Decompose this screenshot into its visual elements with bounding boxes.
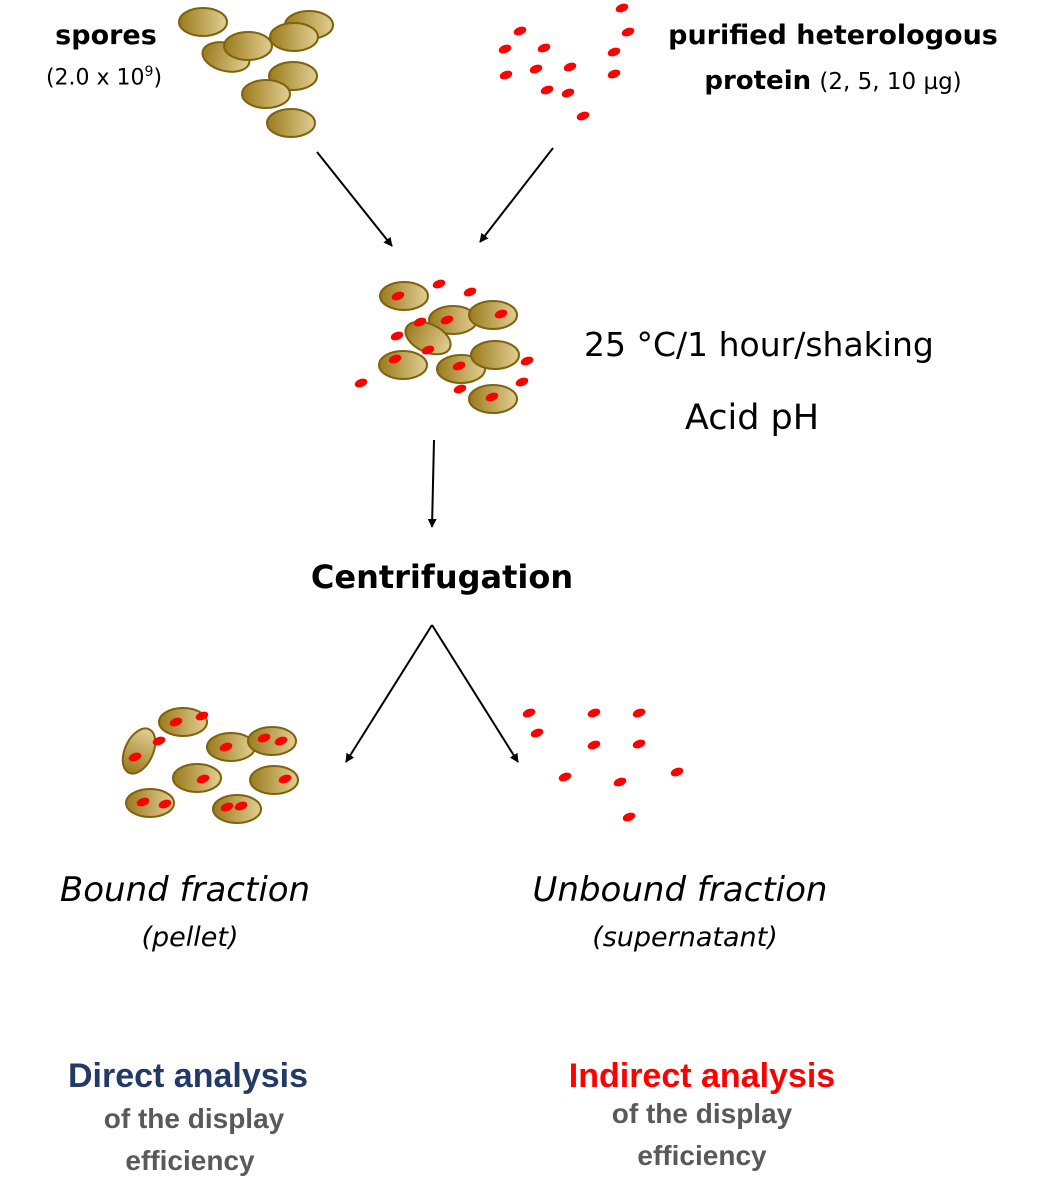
mixture-protein — [463, 287, 477, 297]
protein-particle — [529, 64, 543, 74]
mixture-protein — [520, 356, 534, 366]
supernatant-protein — [632, 739, 646, 749]
supernatant-protein — [622, 812, 636, 822]
pellet-protein — [128, 752, 142, 762]
spore — [266, 108, 316, 138]
mixture-protein — [388, 354, 402, 364]
pellet-protein — [257, 733, 271, 743]
mixture-spore — [379, 281, 429, 311]
pellet-spore — [247, 726, 297, 756]
indirect-analysis-line3: efficiency — [637, 1140, 767, 1171]
pellet-protein — [158, 799, 172, 809]
pellet-protein — [234, 801, 248, 811]
unbound-fraction-label: Unbound fraction — [532, 870, 828, 910]
mixture-protein — [485, 392, 499, 402]
protein-particle — [621, 27, 635, 37]
spores-amount: (2.0 x 109) — [45, 64, 163, 91]
indirect-analysis-title: Indirect analysis — [568, 1057, 836, 1095]
direct-analysis-line2: of the display — [103, 1103, 285, 1134]
mixture-spore — [378, 350, 428, 380]
protein-particle — [563, 62, 577, 72]
protein-particle — [513, 26, 527, 36]
pellet-spore — [249, 765, 299, 795]
protein-label: purified heterologous — [668, 20, 998, 51]
arrow-spores-to-mix — [316, 151, 393, 247]
arrow-to-bound-fraction — [345, 624, 433, 763]
indirect-analysis-line2: of the display — [611, 1098, 793, 1129]
protein-particle — [561, 88, 575, 98]
mixture-protein — [354, 378, 368, 388]
pellet-protein — [274, 736, 288, 746]
protein-particle — [607, 47, 621, 57]
arrow-protein-to-mix — [479, 147, 554, 243]
supernatant-protein — [587, 708, 601, 718]
pellet-protein — [196, 774, 210, 784]
protein-particle — [607, 69, 621, 79]
mixture-protein — [413, 317, 427, 327]
supernatant-protein — [613, 777, 627, 787]
arrow-to-unbound-fraction — [431, 624, 519, 763]
spore — [241, 79, 291, 109]
mixture-protein — [432, 279, 446, 289]
incubation-ph: Acid pH — [684, 398, 820, 438]
mixture-protein — [390, 331, 404, 341]
protein-particle — [498, 44, 512, 54]
mixture-spore — [470, 340, 520, 370]
spore — [269, 22, 319, 52]
pellet-spore — [121, 727, 157, 775]
arrow-mix-to-centrifugation — [427, 439, 437, 528]
supernatant-protein — [632, 708, 646, 718]
mixture-protein — [440, 315, 454, 325]
pellet-protein — [152, 736, 166, 746]
mixture-spore — [468, 300, 518, 330]
protein-particle — [615, 3, 629, 13]
pellet-protein — [195, 711, 209, 721]
spore — [178, 7, 228, 37]
protein-particle — [576, 111, 590, 121]
mixture-protein — [391, 291, 405, 301]
mixture-protein — [453, 384, 467, 394]
protein-particle — [540, 85, 554, 95]
mixture-protein — [421, 345, 435, 355]
protein-particle — [537, 43, 551, 53]
mixture-protein — [452, 361, 466, 371]
unbound-fraction-sub: (supernatant) — [592, 922, 778, 953]
pellet-protein — [219, 742, 233, 752]
centrifugation-label: Centrifugation — [310, 558, 574, 596]
pellet-spore — [125, 788, 175, 818]
pellet-protein — [220, 802, 234, 812]
supernatant-protein — [558, 772, 572, 782]
bound-fraction-sub: (pellet) — [141, 922, 239, 953]
supernatant-protein — [530, 728, 544, 738]
bound-fraction-label: Bound fraction — [59, 870, 311, 910]
protein-particle — [499, 70, 513, 80]
mixture-protein — [494, 309, 508, 319]
pellet-protein — [136, 797, 150, 807]
pellet-spore — [158, 707, 208, 737]
supernatant-protein — [522, 708, 536, 718]
direct-analysis-line3: efficiency — [125, 1145, 255, 1176]
spores-label: spores — [55, 20, 157, 51]
pellet-protein — [169, 717, 183, 727]
supernatant-protein — [670, 767, 684, 777]
supernatant-protein — [587, 740, 601, 750]
protein-amount: protein (2, 5, 10 µg) — [704, 66, 962, 96]
pellet-spore — [172, 763, 222, 793]
spore — [223, 31, 273, 61]
pellet-protein — [278, 774, 292, 784]
mixture-protein — [515, 377, 529, 387]
direct-analysis-title: Direct analysis — [67, 1057, 309, 1095]
incubation-conditions: 25 °C/1 hour/shaking — [584, 325, 934, 364]
